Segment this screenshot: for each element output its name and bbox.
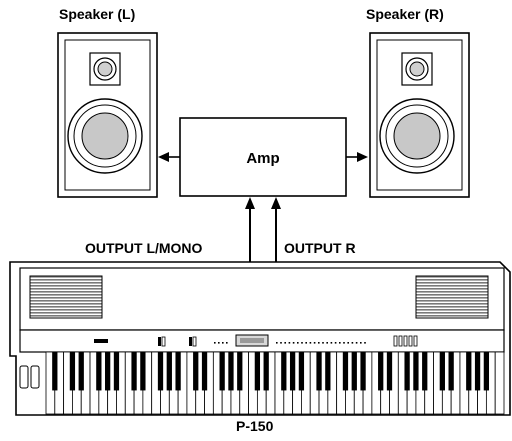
white-key [494,351,505,415]
amp-box [179,117,347,197]
output-right-label: OUTPUT R [284,240,356,256]
amp-label: Amp [246,150,279,167]
tweeter-left [89,52,121,86]
black-key [52,352,58,391]
black-key [281,352,287,391]
model-label: P-150 [236,418,274,434]
output-left-label: OUTPUT L/MONO [85,240,203,256]
black-key [254,352,261,391]
black-key [422,352,428,391]
black-key [404,352,410,391]
piano-grille-left [29,275,103,319]
black-key [360,352,366,391]
black-key [413,352,419,391]
black-key [342,352,349,391]
cable-output-right [271,197,281,262]
black-key [483,352,490,391]
black-key [113,352,120,391]
black-key [166,352,172,391]
black-key [448,352,454,391]
black-key [351,352,357,391]
black-key [237,352,243,391]
speaker-right [369,32,470,198]
piano-grille-right [415,275,489,319]
black-key [105,352,111,391]
black-key [96,352,102,391]
piano [9,261,511,416]
black-key [69,352,76,391]
black-key [466,352,472,391]
tweeter-right [401,52,433,86]
black-key [193,352,199,391]
woofer-right [379,98,455,174]
black-key [228,352,234,391]
black-key [78,352,84,391]
black-key [474,352,481,391]
woofer-left [67,98,143,174]
cable-output-left [245,197,255,262]
piano-keyboard [45,351,505,415]
arrow-amp-to-right-speaker [346,152,368,162]
black-key [157,352,164,391]
arrow-amp-to-left-speaker [158,152,180,162]
speaker-right-label: Speaker (R) [366,6,444,22]
black-key [289,352,296,391]
black-key [325,352,331,391]
black-key [131,352,137,391]
speaker-left [57,32,158,198]
black-key [140,352,146,391]
black-key [219,352,225,391]
black-key [386,352,393,391]
black-key [263,352,269,391]
black-key [316,352,322,391]
black-key [201,352,208,391]
black-key [298,352,305,391]
black-key [378,352,384,391]
black-key [439,352,445,391]
speaker-left-label: Speaker (L) [59,6,136,22]
black-key [175,352,181,391]
